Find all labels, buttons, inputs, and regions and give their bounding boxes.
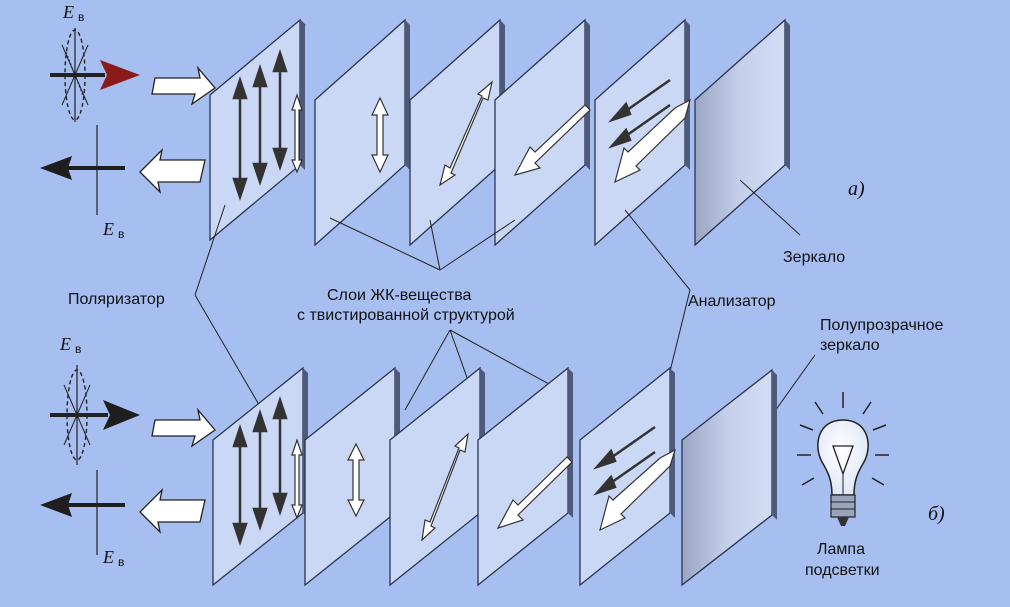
lc-layer-b1: [304, 366, 400, 587]
light-out-arrow-a: [139, 148, 206, 194]
lc-layers-label-line1: Слои ЖК-вещества: [327, 287, 472, 304]
polarizer-panel-a: [209, 18, 306, 242]
field-subscript-a-bottom: в: [118, 227, 124, 241]
analyzer-panel-b: [579, 366, 677, 587]
row-b: E в E в: [40, 289, 889, 587]
lc-layer-a1: [314, 18, 410, 247]
mirror-label: Зеркало: [783, 249, 845, 266]
case-label-b: б): [928, 503, 945, 525]
semi-mirror-label-line1: Полупрозрачное: [820, 317, 944, 334]
field-subscript-a-top: в: [78, 10, 84, 24]
field-label-b-top: E: [59, 334, 71, 354]
lc-layer-a3: [494, 18, 591, 247]
lamp-icon: [797, 392, 889, 526]
lc-layer-a2: [409, 18, 505, 247]
lc-layer-b3: [477, 366, 573, 587]
incident-polarization-icon-a: [50, 28, 140, 122]
incident-polarization-icon-b: [50, 365, 140, 465]
case-label-a: а): [848, 178, 865, 200]
analyzer-panel-a: [594, 18, 691, 247]
field-subscript-b-bottom: в: [118, 555, 124, 569]
polarizer-panel-b: [212, 366, 308, 587]
lc-layer-b2: [389, 366, 485, 587]
light-out-arrow-b: [139, 488, 206, 534]
semi-mirror-label-line2: зеркало: [820, 337, 880, 354]
reflected-field-icon-a: [40, 125, 125, 215]
field-subscript-b-top: в: [75, 342, 81, 356]
light-in-arrow-b: [151, 407, 216, 448]
mirror-panel-a: [694, 18, 790, 247]
lamp-label-line2: подсветки: [805, 562, 880, 579]
lc-layers-label-line2: с твистированной структурой: [297, 307, 515, 324]
field-label-b-bottom: E: [102, 547, 114, 567]
polarizer-label: Поляризатор: [68, 291, 165, 308]
incident-arrow-red-a: [100, 60, 140, 90]
analyzer-label: Анализатор: [688, 293, 776, 310]
row-a: E в E в: [40, 2, 801, 296]
lamp-label-line1: Лампа: [817, 541, 865, 558]
light-in-arrow-a: [151, 65, 216, 106]
semi-mirror-panel-b: [681, 368, 777, 587]
reflected-field-icon-b: [40, 470, 125, 555]
field-label-a-bottom: E: [102, 219, 114, 239]
field-label-a-top: E: [62, 2, 74, 22]
